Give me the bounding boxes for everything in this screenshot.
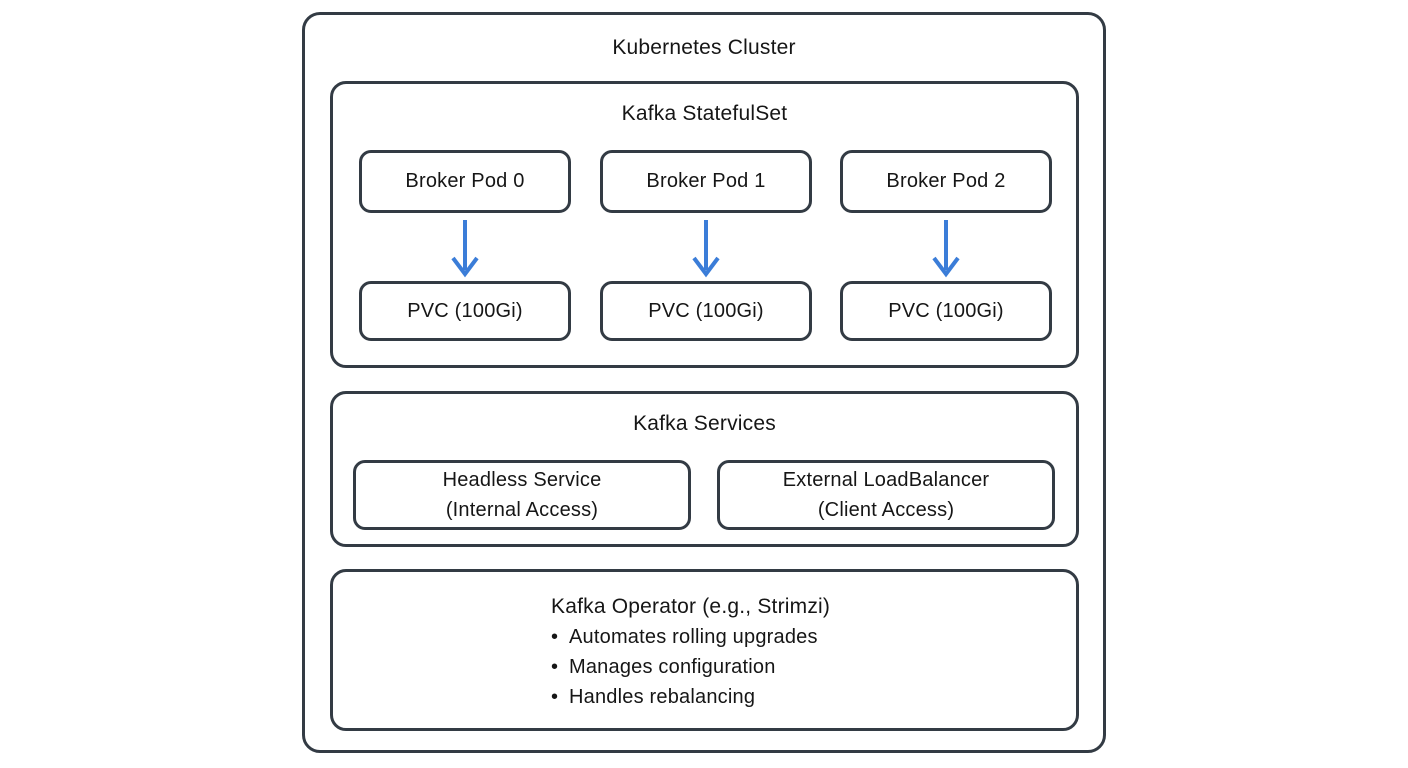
headless-service-label-line1: Headless Service <box>442 469 602 491</box>
kafka-statefulset-box: Kafka StatefulSet Broker Pod 0 Broker Po… <box>330 81 1079 368</box>
broker-pod-1-node: Broker Pod 1 <box>600 150 812 213</box>
pvc-1-label: PVC (100Gi) <box>648 299 764 322</box>
kafka-operator-box: Kafka Operator (e.g., Strimzi) • Automate… <box>330 569 1079 731</box>
broker-pod-2-node: Broker Pod 2 <box>840 150 1052 213</box>
arrow-broker2-to-pvc2-icon <box>932 220 960 278</box>
pvc-2-node: PVC (100Gi) <box>840 281 1052 341</box>
operator-bullet-1-label: Manages configuration <box>569 656 776 678</box>
pvc-0-node: PVC (100Gi) <box>359 281 571 341</box>
external-loadbalancer-label-line1: External LoadBalancer <box>782 469 990 491</box>
external-loadbalancer-node: External LoadBalancer (Client Access) <box>717 460 1055 530</box>
kubernetes-cluster-title: Kubernetes Cluster <box>612 36 796 59</box>
operator-bullet-0-label: Automates rolling upgrades <box>569 626 818 648</box>
kafka-operator-content: Kafka Operator (e.g., Strimzi) • Automate… <box>551 592 911 712</box>
kafka-services-title: Kafka Services <box>633 412 776 435</box>
operator-bullet-item: • Manages configuration <box>551 652 911 682</box>
bullet-icon: • <box>551 686 559 708</box>
kafka-services-box: Kafka Services Headless Service (Interna… <box>330 391 1079 547</box>
pvc-1-node: PVC (100Gi) <box>600 281 812 341</box>
headless-service-node: Headless Service (Internal Access) <box>353 460 691 530</box>
broker-pod-1-label: Broker Pod 1 <box>646 170 766 192</box>
external-loadbalancer-label-line2: (Client Access) <box>817 499 955 521</box>
pvc-0-label: PVC (100Gi) <box>407 299 523 322</box>
arrow-broker1-to-pvc1-icon <box>692 220 720 278</box>
operator-bullet-item: • Automates rolling upgrades <box>551 622 911 652</box>
kafka-operator-title: Kafka Operator (e.g., Strimzi) <box>551 595 831 618</box>
kafka-statefulset-title: Kafka StatefulSet <box>621 102 788 125</box>
pvc-2-label: PVC (100Gi) <box>888 299 1004 322</box>
broker-pod-0-label: Broker Pod 0 <box>405 170 525 192</box>
broker-pod-2-label: Broker Pod 2 <box>886 170 1006 192</box>
arrow-broker0-to-pvc0-icon <box>451 220 479 278</box>
bullet-icon: • <box>551 656 559 678</box>
kubernetes-cluster-box: Kubernetes Cluster Kafka StatefulSet Bro… <box>302 12 1106 753</box>
broker-pod-0-node: Broker Pod 0 <box>359 150 571 213</box>
bullet-icon: • <box>551 626 559 648</box>
operator-bullet-2-label: Handles rebalancing <box>569 686 756 708</box>
operator-bullet-item: • Handles rebalancing <box>551 682 911 712</box>
headless-service-label-line2: (Internal Access) <box>445 499 599 521</box>
